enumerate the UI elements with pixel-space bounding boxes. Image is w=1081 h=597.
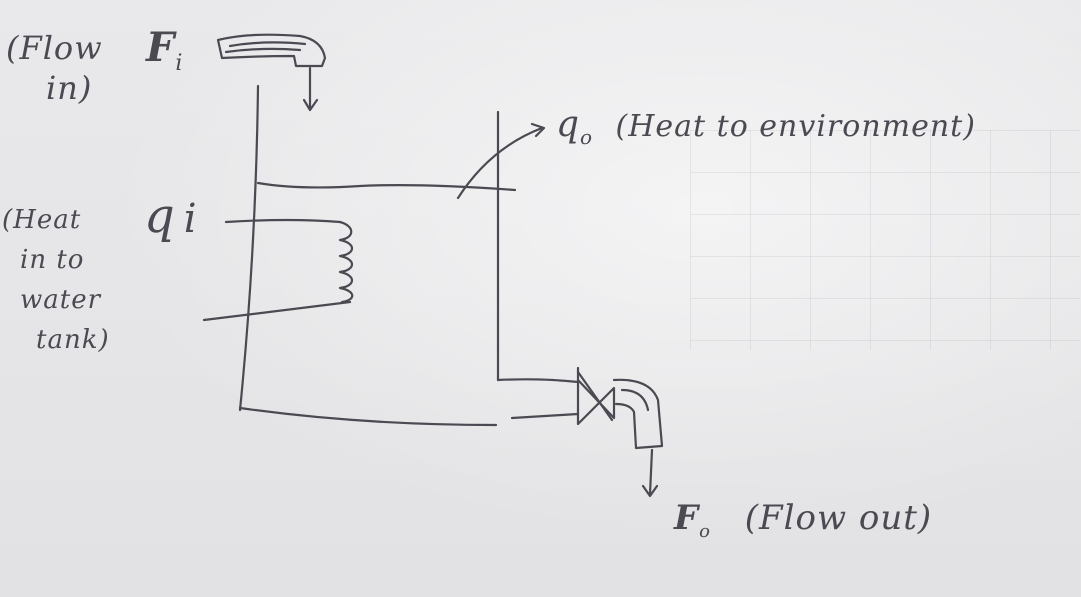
valve-body-2 [576, 370, 614, 422]
fi-symbol: Fi [146, 24, 183, 76]
qi-subscript: i [183, 196, 198, 242]
heat-in-label: (Heat in to water tank) [2, 200, 110, 360]
qi-letter: q [144, 188, 176, 244]
inlet-pipe-inner [228, 41, 307, 48]
faint-grid-bleed [690, 130, 1080, 350]
flow-out-arrow [641, 448, 659, 498]
heat-in-line2: in to [20, 245, 85, 275]
fi-letter: F [146, 24, 176, 71]
heating-coil [338, 220, 354, 304]
coil-lead-top [224, 218, 342, 224]
heat-in-line3: water [20, 285, 102, 315]
flow-in-arrow [302, 66, 319, 112]
fo-letter: F [674, 498, 700, 538]
heat-out-arrow [456, 122, 546, 200]
tank-bottom [238, 406, 498, 427]
fo-description: (Flow out) [744, 498, 933, 538]
tank-left-wall [238, 84, 260, 412]
coil-lead-bottom [202, 300, 352, 322]
outlet-elbow-inner [620, 388, 650, 412]
heat-in-line4: tank) [36, 325, 110, 355]
inlet-pipe-inner-2 [224, 47, 302, 54]
water-level [256, 181, 517, 192]
outlet-pipe-bottom [510, 412, 580, 420]
flow-in-label: (Flow in) [6, 28, 103, 108]
flow-in-line2: in) [46, 69, 93, 107]
qo-subscript: o [580, 125, 594, 150]
fo-subscript: o [699, 520, 711, 542]
qo-label: qo (Heat to environment) [556, 104, 976, 149]
heat-in-line1: (Heat [2, 205, 82, 235]
outlet-elbow [612, 378, 664, 450]
qo-letter: q [556, 104, 581, 145]
fo-label: Fo (Flow out) [674, 498, 932, 542]
qo-description: (Heat to environment) [615, 109, 976, 144]
outlet-pipe-top [496, 378, 580, 384]
inlet-pipe [216, 33, 327, 68]
fi-subscript: i [175, 51, 184, 76]
flow-in-line1: (Flow [6, 29, 103, 67]
